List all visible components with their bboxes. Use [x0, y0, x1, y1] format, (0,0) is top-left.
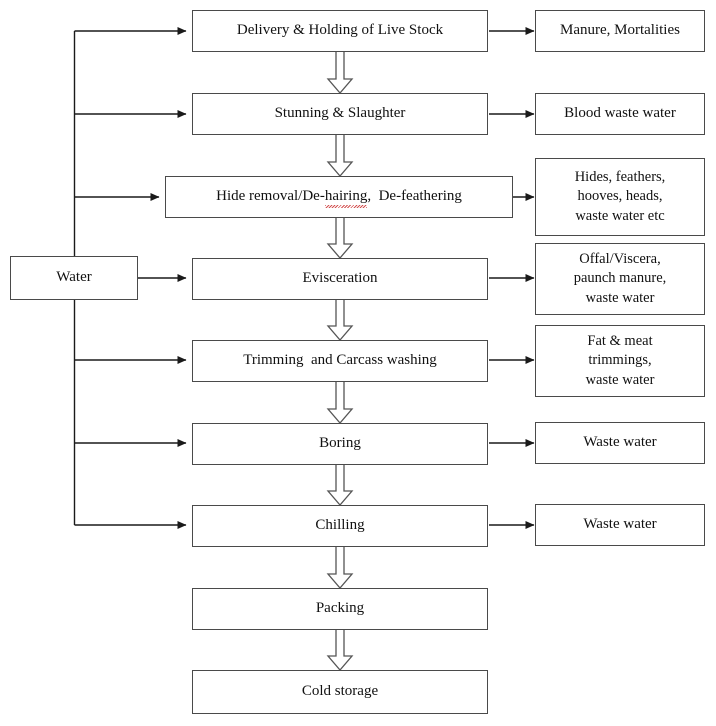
output-box-hideremoval[interactable]: Hides, feathers, hooves, heads, waste wa… — [535, 158, 705, 236]
output-box-chilling[interactable]: Waste water — [535, 504, 705, 546]
process-box-hideremoval-label: Hide removal/De-hairing, De-feathering — [216, 187, 462, 208]
block-arrow-chilling-to-packing — [326, 545, 354, 589]
block-arrow-packing-to-coldstorage — [326, 628, 354, 671]
output-box-trimming-line-2: trimmings, — [588, 352, 652, 369]
output-box-evisceration-line-2: paunch manure, — [573, 270, 667, 287]
process-box-boring-label: Boring — [319, 435, 361, 452]
process-box-packing[interactable]: Packing — [192, 588, 488, 630]
process-box-stunning-label: Stunning & Slaughter — [274, 105, 406, 122]
process-box-delivery[interactable]: Delivery & Holding of Live Stock — [192, 10, 488, 52]
output-box-delivery-label: Manure, Mortalities — [560, 22, 680, 39]
output-box-evisceration-line-3: waste water — [585, 289, 655, 306]
output-box-trimming[interactable]: Fat & meat trimmings, waste water — [535, 325, 705, 397]
block-arrow-delivery-to-stunning — [326, 50, 354, 94]
hideremoval-text-part1: Hide removal/De- — [216, 188, 325, 205]
hideremoval-text-part2: , De-feathering — [367, 188, 462, 205]
output-box-stunning[interactable]: Blood waste water — [535, 93, 705, 135]
output-box-stunning-label: Blood waste water — [564, 105, 676, 122]
output-box-boring[interactable]: Waste water — [535, 422, 705, 464]
input-box-water[interactable]: Water — [10, 256, 138, 300]
block-arrow-evisceration-to-trimming — [326, 298, 354, 341]
output-box-evisceration-line-1: Offal/Viscera, — [579, 251, 661, 268]
output-box-delivery[interactable]: Manure, Mortalities — [535, 10, 705, 52]
process-box-hideremoval[interactable]: Hide removal/De-hairing, De-feathering — [165, 176, 513, 218]
output-box-hideremoval-line-3: waste water etc — [575, 207, 665, 224]
output-box-boring-label: Waste water — [583, 434, 657, 451]
output-box-trimming-line-3: waste water — [585, 371, 655, 388]
block-arrow-stunning-to-hideremoval — [326, 133, 354, 177]
block-arrow-boring-to-chilling — [326, 463, 354, 506]
process-box-evisceration-label: Evisceration — [302, 270, 378, 287]
process-box-chilling-label: Chilling — [315, 517, 365, 534]
output-box-trimming-line-1: Fat & meat — [587, 333, 653, 350]
process-box-delivery-label: Delivery & Holding of Live Stock — [236, 22, 444, 39]
process-box-evisceration[interactable]: Evisceration — [192, 258, 488, 300]
output-box-chilling-label: Waste water — [583, 516, 657, 533]
hideremoval-misspelled-word: hairing — [324, 187, 367, 208]
process-box-coldstorage-label: Cold storage — [301, 683, 379, 700]
output-box-hideremoval-line-2: hooves, heads, — [577, 188, 663, 205]
process-box-boring[interactable]: Boring — [192, 423, 488, 465]
input-box-water-label: Water — [56, 269, 92, 286]
process-box-trimming-label: Trimming and Carcass washing — [243, 352, 437, 369]
process-box-coldstorage[interactable]: Cold storage — [192, 670, 488, 714]
process-box-trimming[interactable]: Trimming and Carcass washing — [192, 340, 488, 382]
block-arrow-hideremoval-to-evisceration — [326, 216, 354, 259]
output-box-evisceration[interactable]: Offal/Viscera, paunch manure, waste wate… — [535, 243, 705, 315]
block-arrow-trimming-to-boring — [326, 380, 354, 424]
process-box-packing-label: Packing — [315, 600, 365, 617]
process-box-chilling[interactable]: Chilling — [192, 505, 488, 547]
process-box-stunning[interactable]: Stunning & Slaughter — [192, 93, 488, 135]
output-box-hideremoval-line-1: Hides, feathers, — [574, 169, 666, 186]
